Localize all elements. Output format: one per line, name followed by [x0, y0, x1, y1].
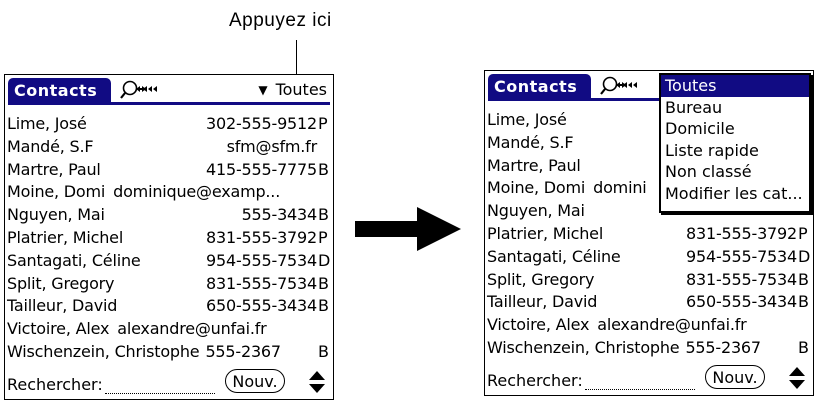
scroll-arrows[interactable]	[307, 369, 327, 395]
category-picker-value: Toutes	[275, 80, 327, 99]
menu-item-bureau[interactable]: Bureau	[665, 97, 723, 117]
title-bar: Contacts ▼ Toutes	[5, 75, 333, 109]
title-underline	[8, 102, 330, 105]
title-bar: Contacts	[485, 71, 813, 105]
scroll-down-icon	[789, 380, 805, 389]
contact-list: Lime, José Mandé, S.F Martre, Paul Moine…	[485, 109, 813, 360]
palm-screen-after: Contacts Lime, José Mandé, S.F Martre, P…	[484, 70, 814, 396]
lookup-icon[interactable]	[599, 75, 639, 101]
category-dropdown-menu: Toutes Bureau Domicile Liste rapide Non …	[659, 73, 811, 213]
new-contact-button[interactable]: Nouv.	[225, 369, 285, 393]
search-label: Rechercher:	[7, 375, 103, 394]
contact-row[interactable]: Martre, Paul	[487, 155, 581, 175]
arrow-right-icon	[353, 205, 463, 259]
menu-item-modifier-categories[interactable]: Modifier les cat...	[665, 183, 803, 203]
scroll-down-icon	[309, 384, 325, 393]
bottom-bar: Rechercher: Nouv.	[485, 361, 813, 395]
app-title[interactable]: Contacts	[488, 74, 591, 99]
search-label: Rechercher:	[487, 371, 583, 390]
callout-label: Appuyez ici	[229, 10, 332, 31]
bottom-bar: Rechercher: Nouv.	[5, 365, 333, 399]
contact-row[interactable]: Mandé, S.F	[487, 132, 574, 152]
lookup-icon[interactable]	[119, 79, 159, 105]
scroll-up-icon	[789, 367, 805, 376]
title-underline	[488, 98, 810, 101]
new-contact-button[interactable]: Nouv.	[705, 365, 765, 389]
contact-row[interactable]: Nguyen, Mai	[487, 201, 585, 221]
scroll-arrows[interactable]	[787, 365, 807, 391]
dropdown-triangle-icon: ▼	[258, 83, 268, 97]
category-picker[interactable]: ▼ Toutes	[258, 79, 327, 101]
search-input[interactable]	[585, 389, 695, 390]
callout-leader-line	[296, 40, 297, 82]
menu-item-non-classe[interactable]: Non classé	[665, 162, 752, 181]
scroll-up-icon	[309, 371, 325, 380]
search-input[interactable]	[105, 393, 215, 394]
app-title[interactable]: Contacts	[8, 78, 111, 103]
contact-row[interactable]: Lime, José	[487, 110, 567, 129]
menu-item-domicile[interactable]: Domicile	[665, 119, 735, 138]
menu-item-toutes[interactable]: Toutes	[661, 75, 809, 97]
menu-item-liste-rapide[interactable]: Liste rapide	[665, 140, 759, 160]
